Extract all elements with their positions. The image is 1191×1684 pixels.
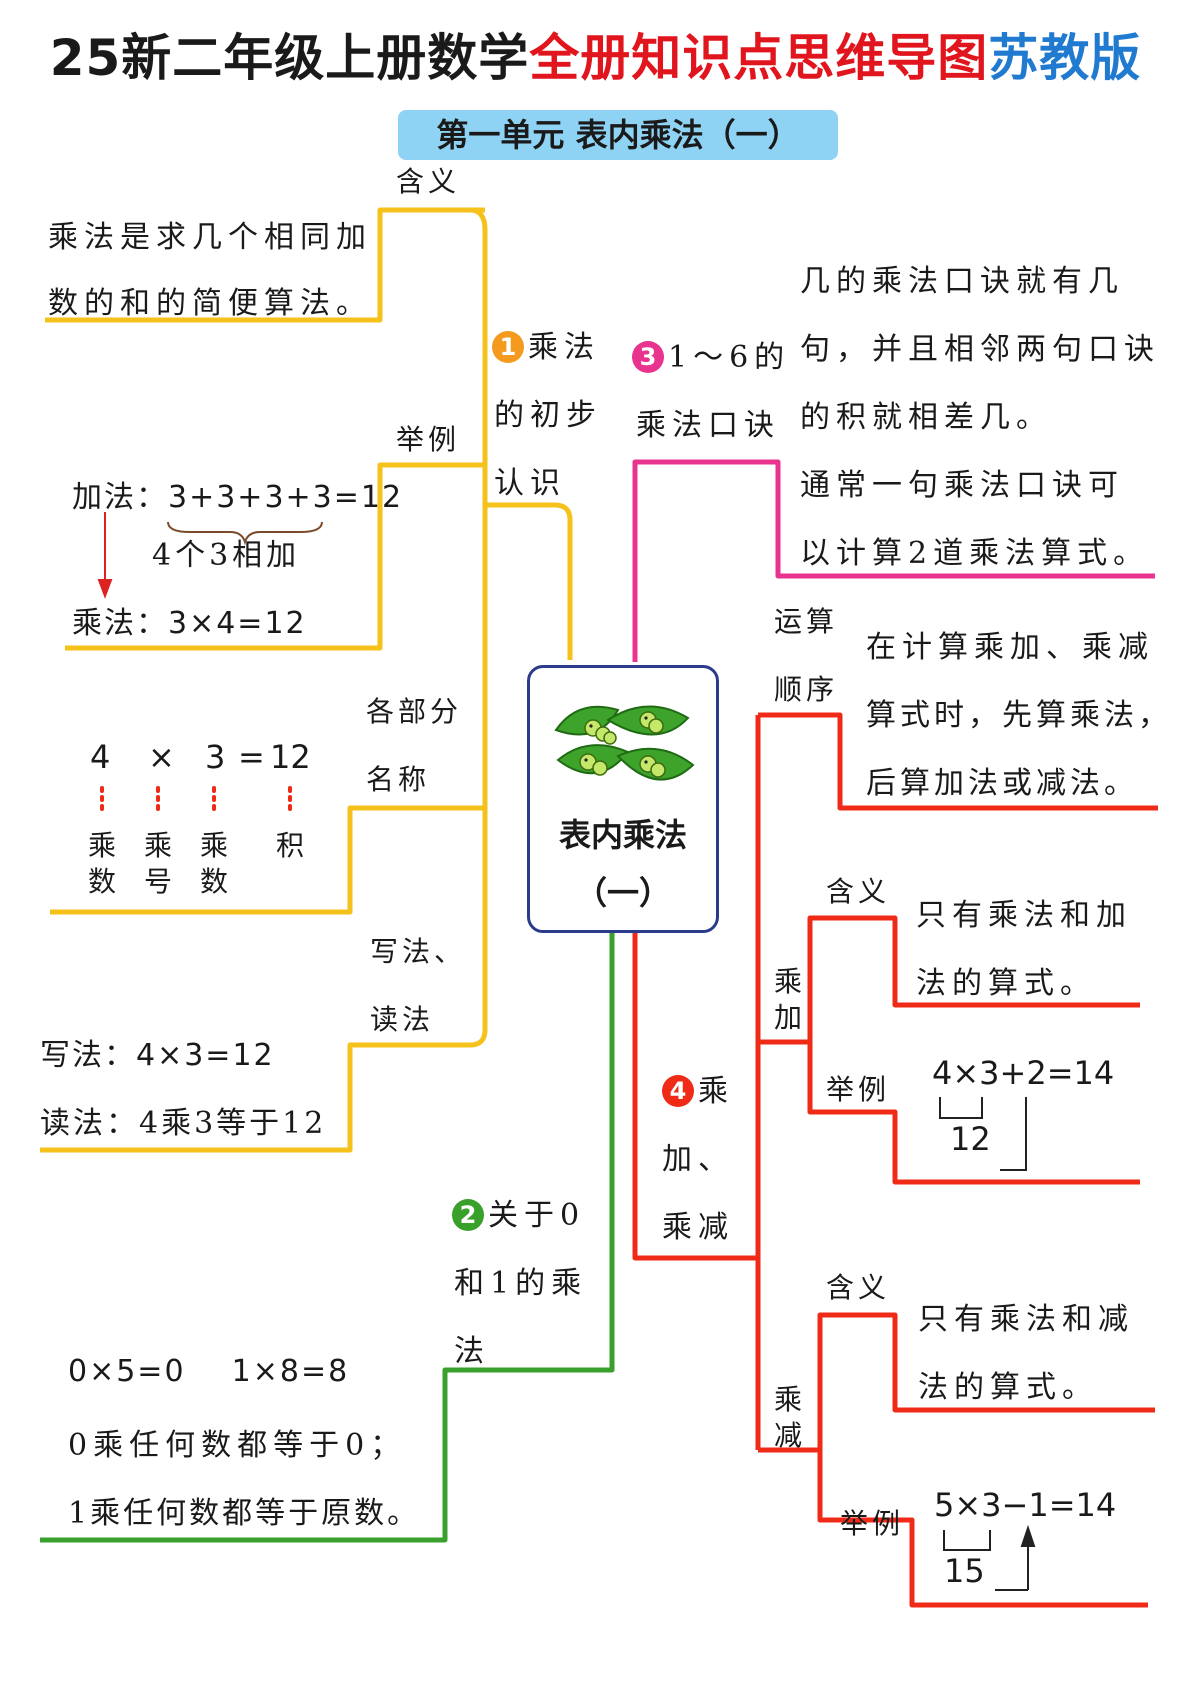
center-title: 表内乘法: [558, 816, 687, 854]
name-multiplier-2: 数: [200, 865, 233, 898]
branch1-spine: [469, 207, 488, 1048]
write-example: 写法：4×3=12: [40, 1038, 275, 1073]
branch4-muladd-example-line: [807, 1042, 1140, 1185]
eq-equals: =: [238, 738, 265, 776]
eq-term-2: 3: [205, 738, 226, 776]
meaning-label: 含义: [396, 165, 461, 198]
branch3-label-2: 乘法口诀: [636, 408, 780, 443]
eq-times: ×: [148, 738, 175, 776]
multiplication-expression: 乘法：3×4=12: [72, 606, 307, 641]
branch3-line-4: 通常一句乘法口诀可: [800, 468, 1124, 503]
parts-label-1: 各部分: [366, 695, 463, 728]
order-line-1: 在计算乘加、乘减: [866, 630, 1154, 665]
branch1-label-3: 认识: [494, 466, 566, 501]
write-read-label-2: 读法: [370, 1003, 435, 1036]
mulsub-example-label: 举例: [840, 1507, 905, 1540]
order-line-2: 算式时，先算乘法，: [866, 698, 1172, 733]
name-sign-1: 乘: [144, 829, 177, 862]
read-example: 读法：4乘3等于12: [40, 1106, 327, 1141]
name-multiplicand-2: 数: [88, 865, 121, 898]
meaning-line-2: 数的和的简便算法。: [48, 286, 372, 321]
badge-4: 4: [662, 1075, 694, 1107]
branch4-mulsub-line: [758, 1312, 1155, 1453]
partial-bracket-add: [939, 1097, 1027, 1171]
meaning-line-1: 乘法是求几个相同加: [48, 220, 372, 255]
branch1-write-line: [40, 1042, 470, 1153]
branch4-label-3: 乘减: [662, 1210, 734, 1245]
page-title: 25新二年级上册数学全册知识点思维导图苏教版: [0, 18, 1191, 90]
branch4-muladd-line: [758, 915, 1140, 1045]
badge-2: 2: [452, 1199, 484, 1231]
center-subtitle: （一）: [574, 874, 671, 912]
branch3-line-3: 的积就相差几。: [800, 400, 1052, 435]
branch1-example-line: [65, 462, 485, 651]
order-label-1: 运算: [774, 605, 839, 638]
leaf-caterpillar-icon: [554, 705, 695, 781]
branch1-trunk: [485, 502, 573, 660]
branch4-mulsub-example-line: [817, 1450, 1148, 1608]
badge-1: 1: [492, 331, 524, 363]
branch3-line-1: 几的乘法口诀就有几: [800, 264, 1124, 299]
muladd-example-label: 举例: [826, 1073, 891, 1106]
parts-dots: [100, 786, 292, 817]
mulsub-meaning-2: 法的算式。: [918, 1370, 1098, 1405]
brace-text: 4个3相加: [152, 538, 301, 573]
branch2-line: [40, 930, 615, 1543]
muladd-label-1: 乘: [774, 965, 807, 998]
partial-bracket-sub: [943, 1524, 1036, 1591]
mulsub-label-1: 乘: [774, 1383, 807, 1416]
write-read-label-1: 写法、: [370, 935, 467, 968]
branch4-label-2: 加、: [662, 1142, 734, 1177]
muladd-label-2: 加: [774, 1001, 807, 1034]
branch2-label-3: 法: [454, 1334, 490, 1369]
addition-expression: 加法：3+3+3+3=12: [72, 480, 404, 515]
branch2-line-3: 1乘任何数都等于原数。: [68, 1496, 421, 1531]
branch1-parts-line: [50, 805, 485, 915]
transform-arrow: [97, 512, 113, 599]
branch4-order-line: [758, 712, 1158, 811]
branch3-line: [632, 459, 1155, 662]
name-multiplicand-1: 乘: [88, 829, 121, 862]
brace-mark: [167, 521, 323, 546]
branch2-label-2: 和1的乘: [454, 1266, 588, 1301]
muladd-partial: 12: [950, 1120, 991, 1158]
muladd-meaning-label: 含义: [826, 875, 891, 908]
title-red: 全册知识点思维导图: [529, 29, 989, 87]
mulsub-partial: 15: [944, 1552, 985, 1590]
branch1-meaning-line: [45, 207, 485, 323]
example-label: 举例: [396, 423, 461, 456]
parts-label-2: 名称: [366, 763, 431, 796]
mulsub-meaning-label: 含义: [826, 1271, 891, 1304]
badge-3: 3: [632, 341, 664, 373]
name-multiplier-1: 乘: [200, 829, 233, 862]
eq-term-1: 4: [90, 738, 111, 776]
unit-title: 第一单元 表内乘法（一）: [398, 110, 838, 160]
muladd-meaning-1: 只有乘法和加: [916, 898, 1132, 933]
title-blue: 苏教版: [988, 29, 1142, 87]
muladd-example: 4×3+2=14: [932, 1054, 1115, 1092]
center-node: 表内乘法 （一）: [527, 665, 719, 933]
mulsub-example: 5×3−1=14: [934, 1486, 1117, 1524]
order-label-2: 顺序: [774, 673, 839, 706]
name-product: 积: [276, 829, 309, 862]
branch3-line-5: 以计算2道乘法算式。: [800, 536, 1150, 571]
order-line-3: 后算加法或减法。: [866, 766, 1138, 801]
mulsub-label-2: 减: [774, 1419, 807, 1452]
eq-product: 12: [270, 738, 311, 776]
branch2-line-1: 0×5=0 1×8=8: [68, 1354, 350, 1389]
muladd-meaning-2: 法的算式。: [916, 966, 1096, 1001]
branch2-line-2: 0乘任何数都等于0；: [68, 1428, 407, 1463]
name-sign-2: 号: [144, 865, 177, 898]
branch4-trunk: [632, 930, 758, 1261]
branch3-line-2: 句，并且相邻两句口诀: [800, 332, 1160, 367]
branch1-label-2: 的初步: [494, 398, 602, 433]
title-black: 25新二年级上册数学: [49, 29, 530, 87]
mulsub-meaning-1: 只有乘法和减: [918, 1302, 1134, 1337]
